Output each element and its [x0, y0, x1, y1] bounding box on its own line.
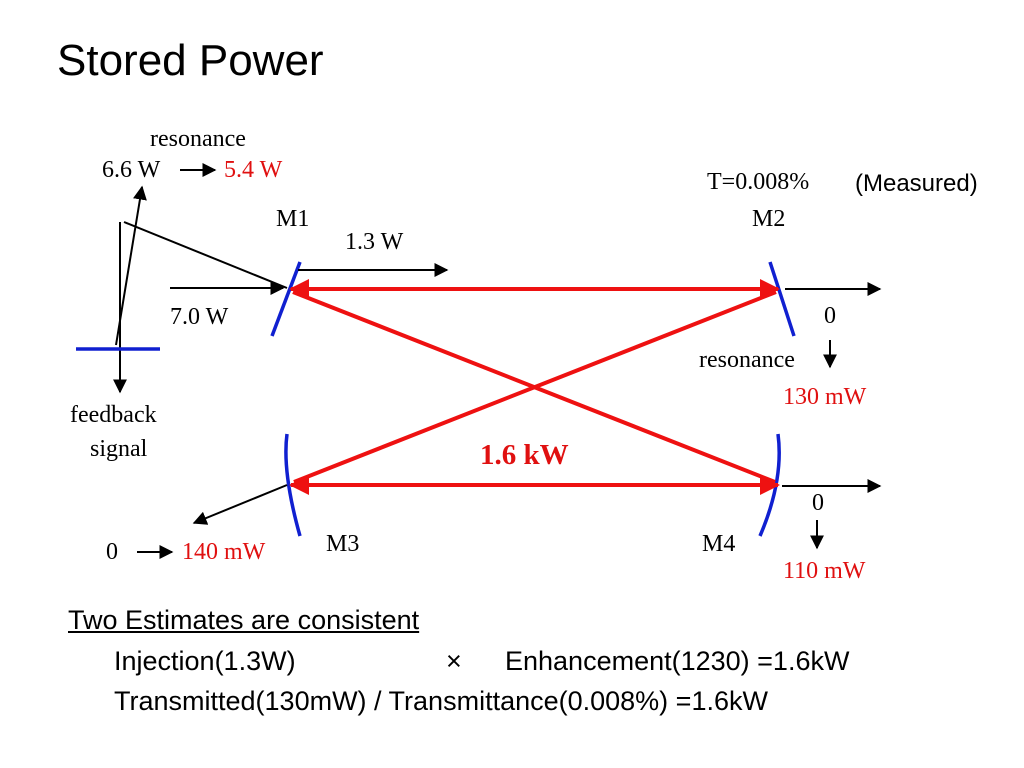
label-140mw: 140 mW — [182, 539, 266, 565]
label-zero-m2: 0 — [824, 303, 836, 329]
label-signal: signal — [90, 436, 148, 462]
label-zero-m4: 0 — [812, 490, 824, 516]
label-130mw: 130 mW — [783, 384, 867, 410]
label-m3: M3 — [326, 531, 359, 557]
label-input-70: 7.0 W — [170, 304, 229, 330]
arrow-m3-out — [192, 484, 288, 525]
label-input-66: 6.6 W — [102, 157, 161, 183]
label-refl-13: 1.3 W — [345, 229, 404, 255]
estimate-enhancement: Enhancement(1230) =1.6kW — [505, 646, 850, 676]
slide-title: Stored Power — [57, 36, 324, 85]
estimate-times-sign: × — [446, 646, 462, 676]
label-zero-m3: 0 — [106, 539, 118, 565]
label-m4: M4 — [702, 531, 735, 557]
label-m1: M1 — [276, 206, 309, 232]
mirror-m2 — [768, 261, 796, 337]
label-m2: M2 — [752, 206, 785, 232]
label-110mw: 110 mW — [783, 558, 866, 584]
cavity-beams — [289, 279, 780, 495]
estimates-heading: Two Estimates are consistent — [68, 605, 420, 635]
flow-arrows — [113, 163, 882, 559]
label-t-value: T=0.008% — [707, 169, 809, 195]
label-input-54: 5.4 W — [224, 157, 283, 183]
arrow-sample-up — [115, 185, 147, 346]
estimate-injection: Injection(1.3W) — [114, 646, 296, 676]
label-resonance-top: resonance — [150, 126, 246, 152]
beam-m2-m3 — [293, 290, 777, 484]
label-measured: (Measured) — [855, 170, 978, 197]
arrow-m1-reflect-back — [123, 221, 288, 289]
label-stored-power: 1.6 kW — [480, 439, 569, 471]
label-feedback: feedback — [70, 402, 157, 428]
mirror-m3 — [284, 433, 302, 537]
label-resonance-m2: resonance — [699, 347, 795, 373]
mirror-m1 — [270, 261, 302, 337]
estimate-transmitted: Transmitted(130mW) / Transmittance(0.008… — [114, 686, 768, 716]
cavity-diagram: resonance 6.6 W 5.4 W T=0.008% M1 M2 1.3… — [70, 126, 978, 584]
